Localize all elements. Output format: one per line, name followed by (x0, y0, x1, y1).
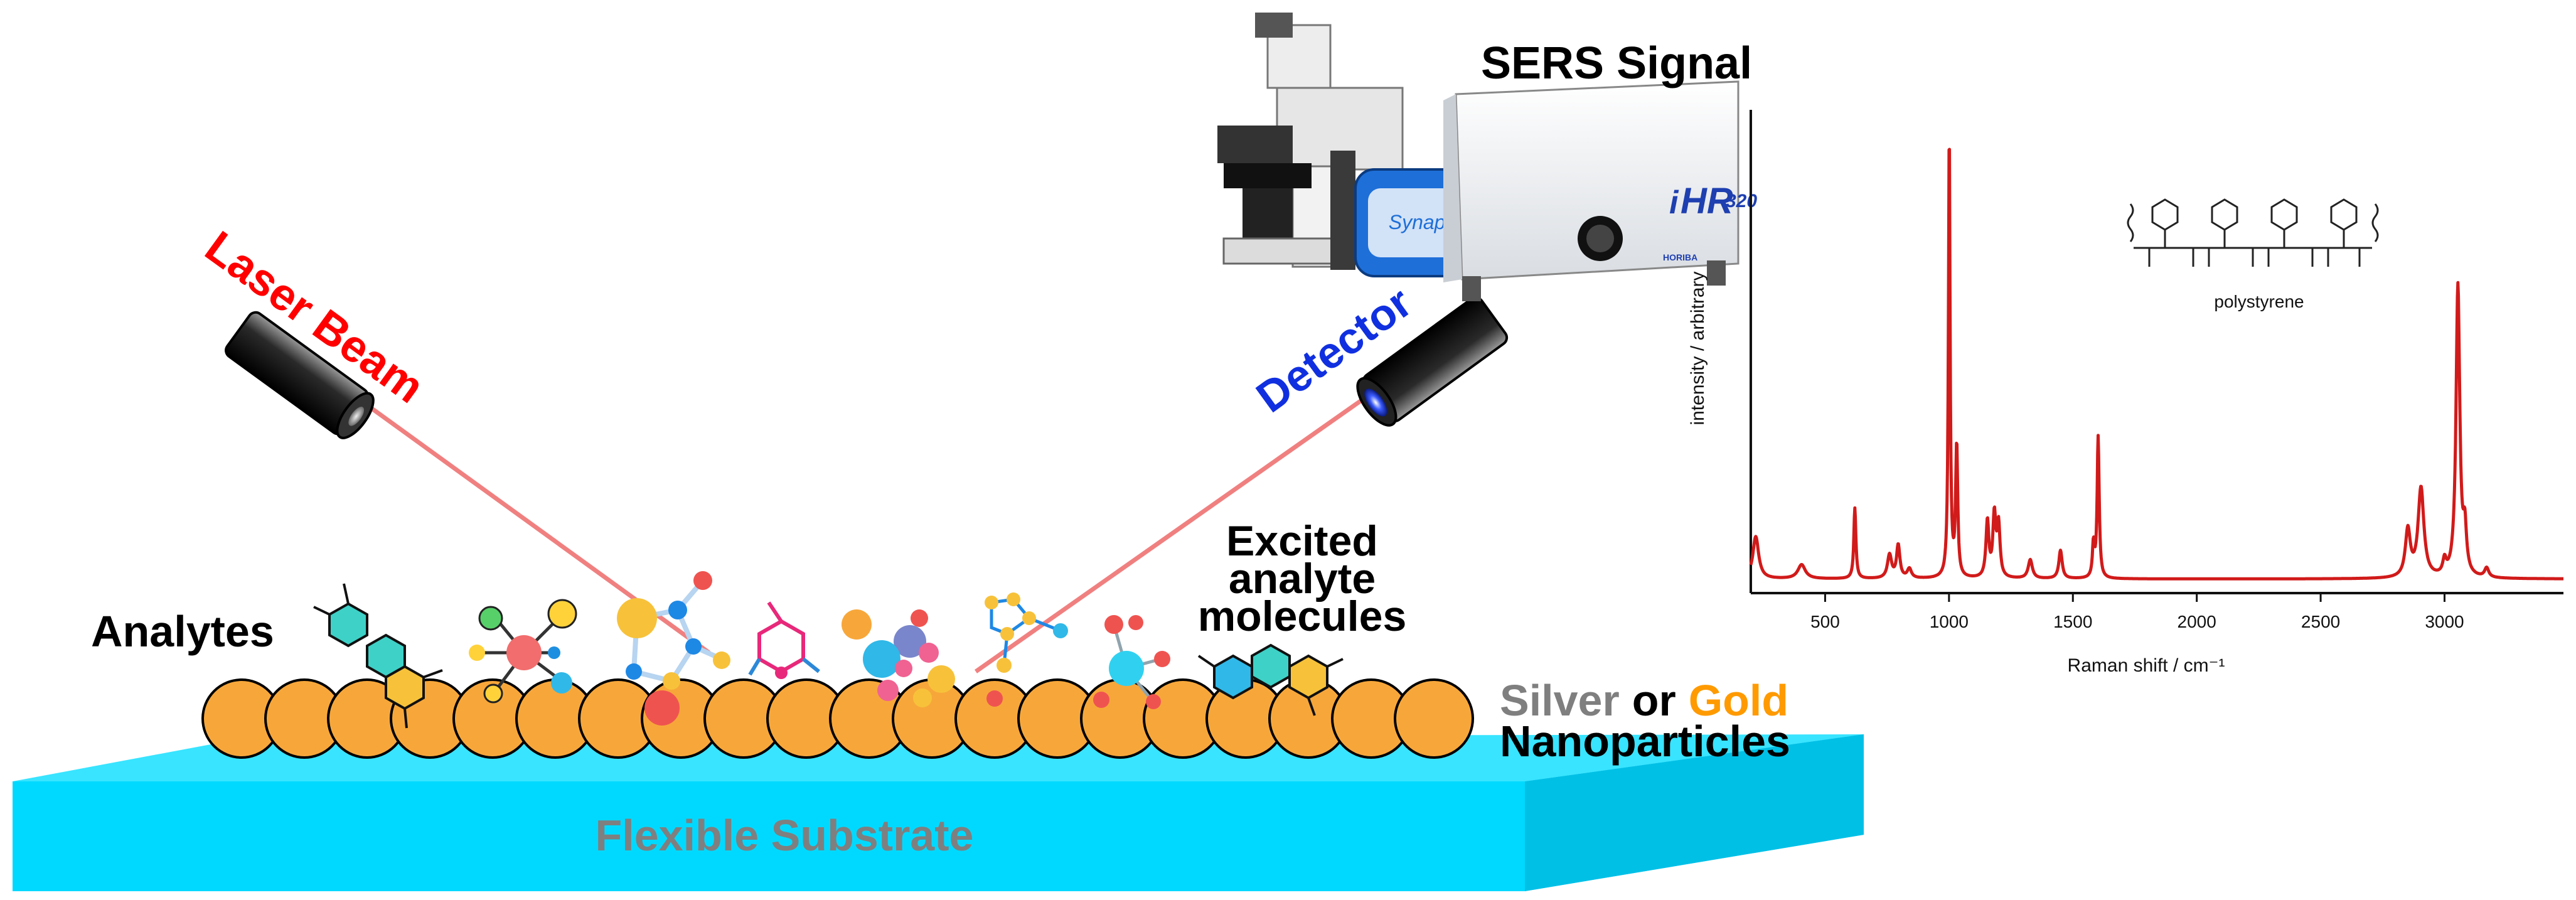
nanoparticle (1394, 678, 1474, 759)
spectrometer-instrument-icon: Synapse i HR 320 HORIBA (1217, 13, 1757, 301)
x-tick-label: 1000 (1930, 612, 1969, 631)
excited-label-line-2: analyte (1229, 555, 1376, 603)
x-axis-label: Raman shift / cm⁻¹ (2068, 655, 2225, 676)
analytes-label: Analytes (91, 607, 274, 656)
gold-label: Gold (1689, 676, 1788, 725)
analyte-molecule-icon (617, 571, 730, 726)
excited-molecule-icon (985, 592, 1068, 707)
polystyrene-structure-icon (2127, 198, 2379, 267)
excited-molecule-icon (1093, 615, 1170, 709)
model-main: HR (1681, 181, 1733, 222)
brand-label: HORIBA (1663, 252, 1697, 262)
model-suffix: 320 (1726, 191, 1757, 212)
x-tick-label: 3000 (2425, 612, 2464, 631)
analyte-molecule-icon (842, 609, 955, 707)
x-tick-label: 1500 (2053, 612, 2092, 631)
laser-emitter-icon (225, 311, 375, 439)
excited-label-line-3: molecules (1198, 592, 1407, 640)
nanoparticles-label: Nanoparticles (1500, 717, 1790, 766)
sers-spectrum-chart: 500 1000 1500 2000 2500 3000 Raman shift / cm… (1687, 110, 2565, 676)
analyte-molecules (313, 571, 1344, 729)
excited-label-line-1: Excited (1226, 517, 1378, 565)
x-tick-label: 2500 (2301, 612, 2340, 631)
x-tick-label: 2000 (2178, 612, 2216, 631)
chart-annotation: polystyrene (2214, 292, 2304, 311)
y-axis-label: intensity / arbitrary (1687, 271, 1708, 425)
excited-molecule-icon (1197, 643, 1344, 716)
analyte-molecule-icon (748, 601, 820, 679)
sers-signal-label: SERS Signal (1481, 38, 1752, 88)
silver-label: Silver (1500, 676, 1620, 725)
spectrum-line (1749, 147, 2565, 581)
analyte-molecule-icon (469, 599, 577, 704)
scattered-beam (974, 392, 1373, 673)
model-prefix: i (1669, 185, 1679, 221)
analyte-molecule-icon (313, 583, 443, 729)
or-label: or (1632, 676, 1676, 725)
detector-icon (1356, 296, 1509, 427)
x-tick-label: 500 (1810, 612, 1840, 631)
flexible-substrate-label: Flexible Substrate (596, 811, 974, 860)
x-ticks: 500 1000 1500 2000 2500 3000 (1810, 593, 2464, 631)
